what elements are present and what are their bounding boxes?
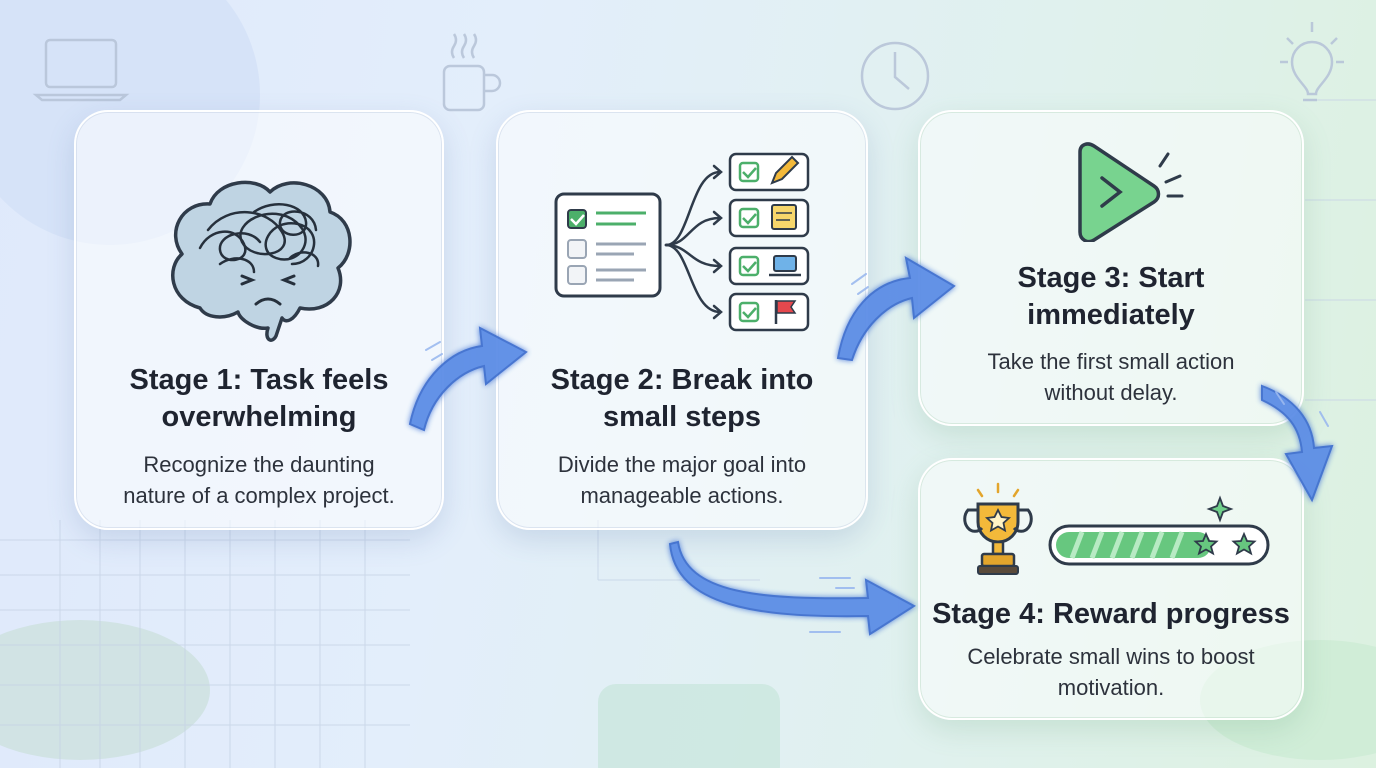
stage-4-title: Stage 4: Reward progress bbox=[932, 598, 1290, 630]
stage-2-description: Divide the major goal into manageable ac… bbox=[557, 452, 807, 508]
checklist-breakdown-icon bbox=[554, 152, 810, 332]
clock-icon bbox=[860, 41, 930, 111]
lightbulb-icon bbox=[1280, 22, 1344, 102]
stage-2-card: Stage 2: Break into small steps Divide t… bbox=[496, 110, 868, 530]
stage-1-card: Stage 1: Task feels overwhelming Recogni… bbox=[74, 110, 444, 530]
coffee-mug-icon bbox=[442, 33, 502, 112]
tangled-brain-icon bbox=[171, 180, 352, 342]
play-button-icon bbox=[1078, 142, 1184, 242]
stage-2-title: Stage 2: Break into small steps bbox=[550, 364, 814, 433]
stage-4-card: Stage 4: Reward progress Celebrate small… bbox=[918, 458, 1304, 720]
stage-3-description: Take the first small action without dela… bbox=[987, 349, 1235, 405]
progress-bar bbox=[1048, 495, 1270, 566]
stage-1-title: Stage 1: Task feels overwhelming bbox=[129, 364, 389, 433]
stage-4-description: Celebrate small wins to boost motivation… bbox=[967, 644, 1255, 700]
trophy-icon bbox=[963, 482, 1033, 575]
stage-3-card: Stage 3: Start immediately Take the firs… bbox=[918, 110, 1304, 426]
stage-1-description: Recognize the daunting nature of a compl… bbox=[123, 452, 395, 508]
stage-3-title: Stage 3: Start immediately bbox=[1017, 262, 1205, 331]
laptop-icon bbox=[32, 38, 130, 102]
